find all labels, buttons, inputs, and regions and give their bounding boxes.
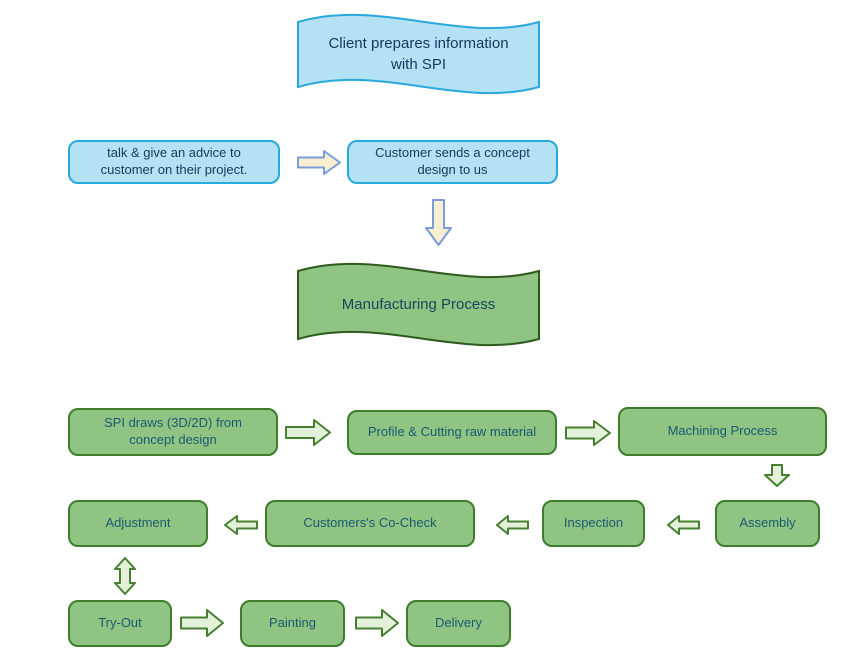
node-label: Assembly [739, 515, 796, 531]
node-label: Customer sends a concept design to us [375, 145, 530, 177]
node-label: Delivery [435, 615, 482, 631]
arrow-down-icon [764, 464, 790, 487]
arrow-right-icon [285, 419, 331, 446]
node-label: Manufacturing Process [341, 295, 496, 313]
wave-shape [297, 13, 540, 95]
node-label: SPI draws (3D/2D) from concept design [104, 415, 242, 447]
arrow-right-icon [180, 609, 224, 637]
node-manufacturing-process: Manufacturing Process [296, 255, 541, 355]
arrow-right-icon [297, 150, 341, 175]
node-inspection: Inspection [542, 500, 645, 547]
node-client-prepares-info: Client prepares information with SPI [296, 6, 541, 103]
node-try-out: Try-Out [68, 600, 172, 647]
node-assembly: Assembly [715, 500, 820, 547]
node-machining-process: Machining Process [618, 407, 827, 456]
arrow-left-icon [496, 515, 529, 535]
arrow-left-icon [224, 515, 258, 535]
node-spi-draws: SPI draws (3D/2D) from concept design [68, 408, 278, 456]
node-customers-co-check: Customers's Co-Check [265, 500, 475, 547]
node-label: Painting [269, 615, 316, 631]
arrow-right-icon [565, 420, 611, 446]
node-label: Try-Out [98, 615, 142, 631]
node-label: Adjustment [105, 515, 171, 531]
arrow-down-icon [425, 199, 452, 246]
node-profile-cutting: Profile & Cutting raw material [347, 410, 557, 455]
node-adjustment: Adjustment [68, 500, 208, 547]
node-label: Client prepares information with SPI [328, 35, 509, 73]
arrow-right-icon [355, 609, 399, 637]
node-label: talk & give an advice to customer on the… [100, 145, 248, 177]
arrow-double-vertical-icon [114, 557, 136, 595]
node-label: Customers's Co-Check [303, 515, 437, 531]
wave-shape [297, 262, 540, 347]
node-talk-advice: talk & give an advice to customer on the… [68, 140, 280, 184]
node-label: Inspection [563, 515, 624, 531]
node-delivery: Delivery [406, 600, 511, 647]
arrow-left-icon [667, 515, 700, 535]
node-concept-design: Customer sends a concept design to us [347, 140, 558, 184]
node-label: Machining Process [667, 423, 778, 439]
node-label: Profile & Cutting raw material [367, 424, 537, 440]
node-painting: Painting [240, 600, 345, 647]
